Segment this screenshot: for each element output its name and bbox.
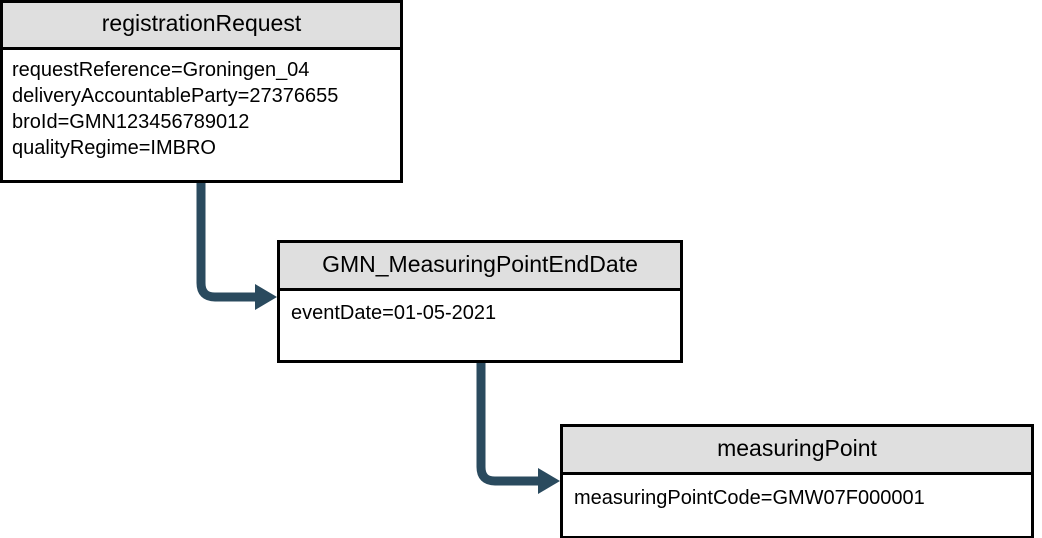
connector-line-2	[476, 362, 539, 486]
uml-box-body-gmn-measuring-point-end-date: eventDate=01-05-2021	[280, 291, 680, 360]
attribute-row: eventDate=01-05-2021	[291, 302, 497, 324]
uml-box-title-measuring-point: measuringPoint	[563, 427, 1031, 475]
attribute-row: measuringPointCode=GMW07F000001	[574, 487, 925, 509]
arrowhead-icon-1	[255, 284, 277, 310]
uml-box-registration-request[interactable]: registrationRequest requestReference=Gro…	[0, 0, 403, 183]
uml-box-measuring-point[interactable]: measuringPoint measuringPointCode=GMW07F…	[560, 424, 1034, 538]
attribute-row: broId=GMN123456789012	[12, 111, 250, 133]
arrowhead-icon-2	[538, 468, 560, 494]
uml-box-body-registration-request: requestReference=Groningen_04 deliveryAc…	[3, 50, 400, 180]
connector-line-1	[196, 182, 256, 302]
attribute-row: qualityRegime=IMBRO	[12, 137, 216, 159]
attribute-row: deliveryAccountableParty=27376655	[12, 85, 339, 107]
uml-box-body-measuring-point: measuringPointCode=GMW07F000001	[563, 475, 1031, 536]
uml-box-gmn-measuring-point-end-date[interactable]: GMN_MeasuringPointEndDate eventDate=01-0…	[277, 240, 683, 363]
uml-box-title-registration-request: registrationRequest	[3, 3, 400, 50]
attribute-row: requestReference=Groningen_04	[12, 59, 310, 81]
uml-box-title-gmn-measuring-point-end-date: GMN_MeasuringPointEndDate	[280, 243, 680, 291]
